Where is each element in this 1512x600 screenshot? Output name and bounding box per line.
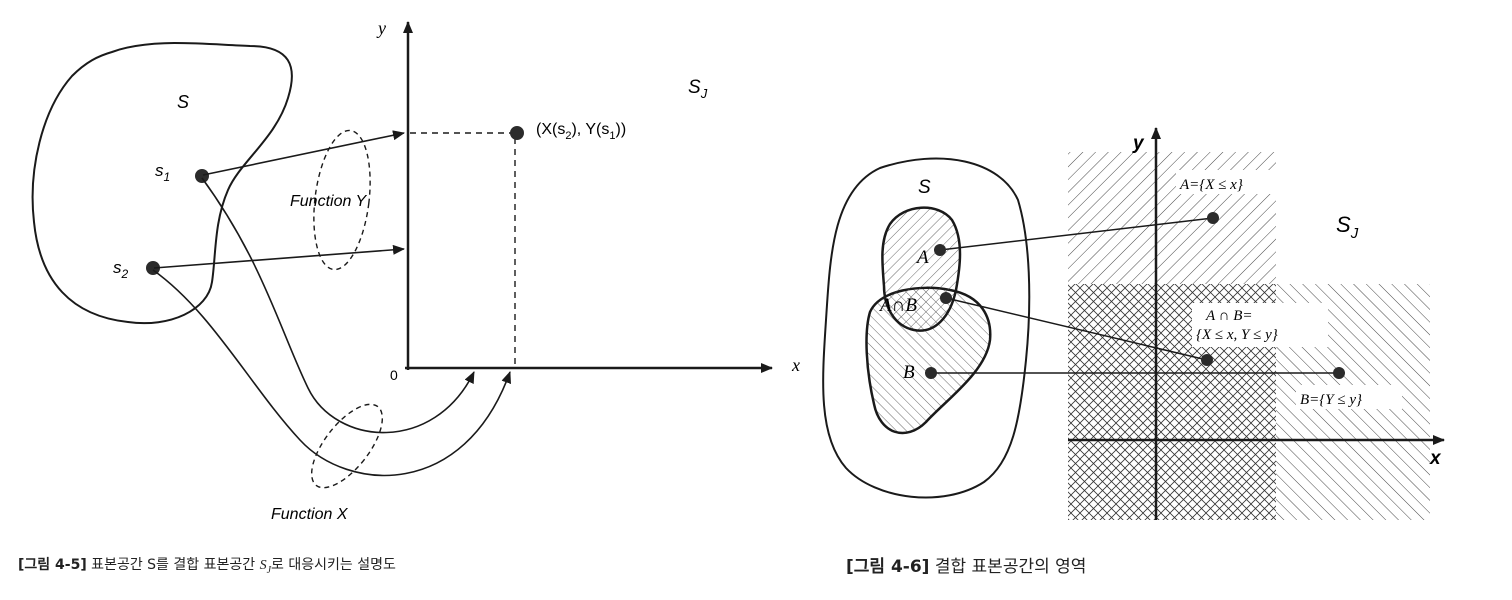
figure-4-6-caption-text: 결합 표본공간의 영역 <box>929 557 1087 577</box>
link-ab <box>945 297 1208 361</box>
figure-4-5-tag: [그림 4-5] <box>18 557 87 573</box>
function-x-label: Function X <box>271 506 349 523</box>
region-a-only <box>1068 152 1156 284</box>
label-ab-box <box>1192 303 1328 347</box>
figure-4-6: y x S A A∩B B A={X ≤ x} A ∩ B= {X ≤ x, Y… <box>822 127 1445 520</box>
sample-space-label: S <box>918 177 931 198</box>
label-ab-line2: {X ≤ x, Y ≤ y} <box>1196 327 1278 343</box>
point-a-inner <box>934 244 946 256</box>
arrow-s2-to-y <box>153 244 405 269</box>
figure-4-5-caption-text-2: 로 대응시키는 설명도 <box>271 557 396 573</box>
point-s1 <box>195 169 209 183</box>
point-s2 <box>146 261 160 275</box>
figure-4-5-caption-math: SJ <box>259 558 272 576</box>
figure-4-5-caption-text-1: 표본공간 S를 결합 표본공간 <box>86 557 260 573</box>
label-a: A={X ≤ x} <box>1179 177 1243 193</box>
point-b-inner <box>925 367 937 379</box>
figure-canvas: S s1 s2 y x 0 SJ (X(s2), Y(s1)) Function… <box>31 18 1445 523</box>
figure-4-6-tag: [그림 4-6] <box>846 557 930 577</box>
point-s1-label: s1 <box>155 161 170 184</box>
figure-4-5-caption: [그림 4-5] 표본공간 S를 결합 표본공간 SJ로 대응시키는 설명도 <box>18 554 396 576</box>
point-ab-inner <box>940 292 952 304</box>
point-b-outer <box>1333 367 1345 379</box>
point-ab-outer <box>1201 354 1213 366</box>
set-b-label: B <box>903 362 915 383</box>
figure-4-6-caption: [그림 4-6] 결합 표본공간의 영역 <box>846 552 1086 577</box>
joint-space-label: SJ <box>688 77 708 101</box>
point-s2-label: s2 <box>113 258 129 281</box>
mapped-point-label: (X(s2), Y(s1)) <box>536 121 626 142</box>
set-ab-label: A∩B <box>878 295 917 316</box>
arrow-s1-to-x <box>201 177 475 434</box>
origin-label: 0 <box>390 367 398 383</box>
function-y-ellipse <box>313 129 371 271</box>
sample-space-region <box>31 42 293 325</box>
mapped-point <box>510 126 524 140</box>
arrow-s1-to-y <box>202 130 405 176</box>
link-a <box>939 217 1214 251</box>
y-axis-label: y <box>376 18 386 38</box>
y-axis-label: y <box>1132 133 1145 154</box>
x-axis-label: x <box>1429 448 1442 469</box>
label-a-box <box>1176 170 1284 194</box>
figure-4-5: S s1 s2 y x 0 SJ (X(s2), Y(s1)) Function… <box>31 18 800 523</box>
label-b: B={Y ≤ y} <box>1300 392 1362 408</box>
joint-space-label: SJ <box>1336 212 1359 242</box>
point-a-outer <box>1207 212 1219 224</box>
function-y-label: Function Y <box>290 193 368 210</box>
function-x-ellipse <box>310 403 384 489</box>
arrow-s2-to-x <box>152 269 511 477</box>
sample-space-label: S <box>177 92 189 112</box>
label-b-box <box>1296 385 1402 409</box>
set-a-label: A <box>915 247 929 268</box>
x-axis-label: x <box>791 355 800 375</box>
label-ab-line1: A ∩ B= <box>1205 308 1253 324</box>
